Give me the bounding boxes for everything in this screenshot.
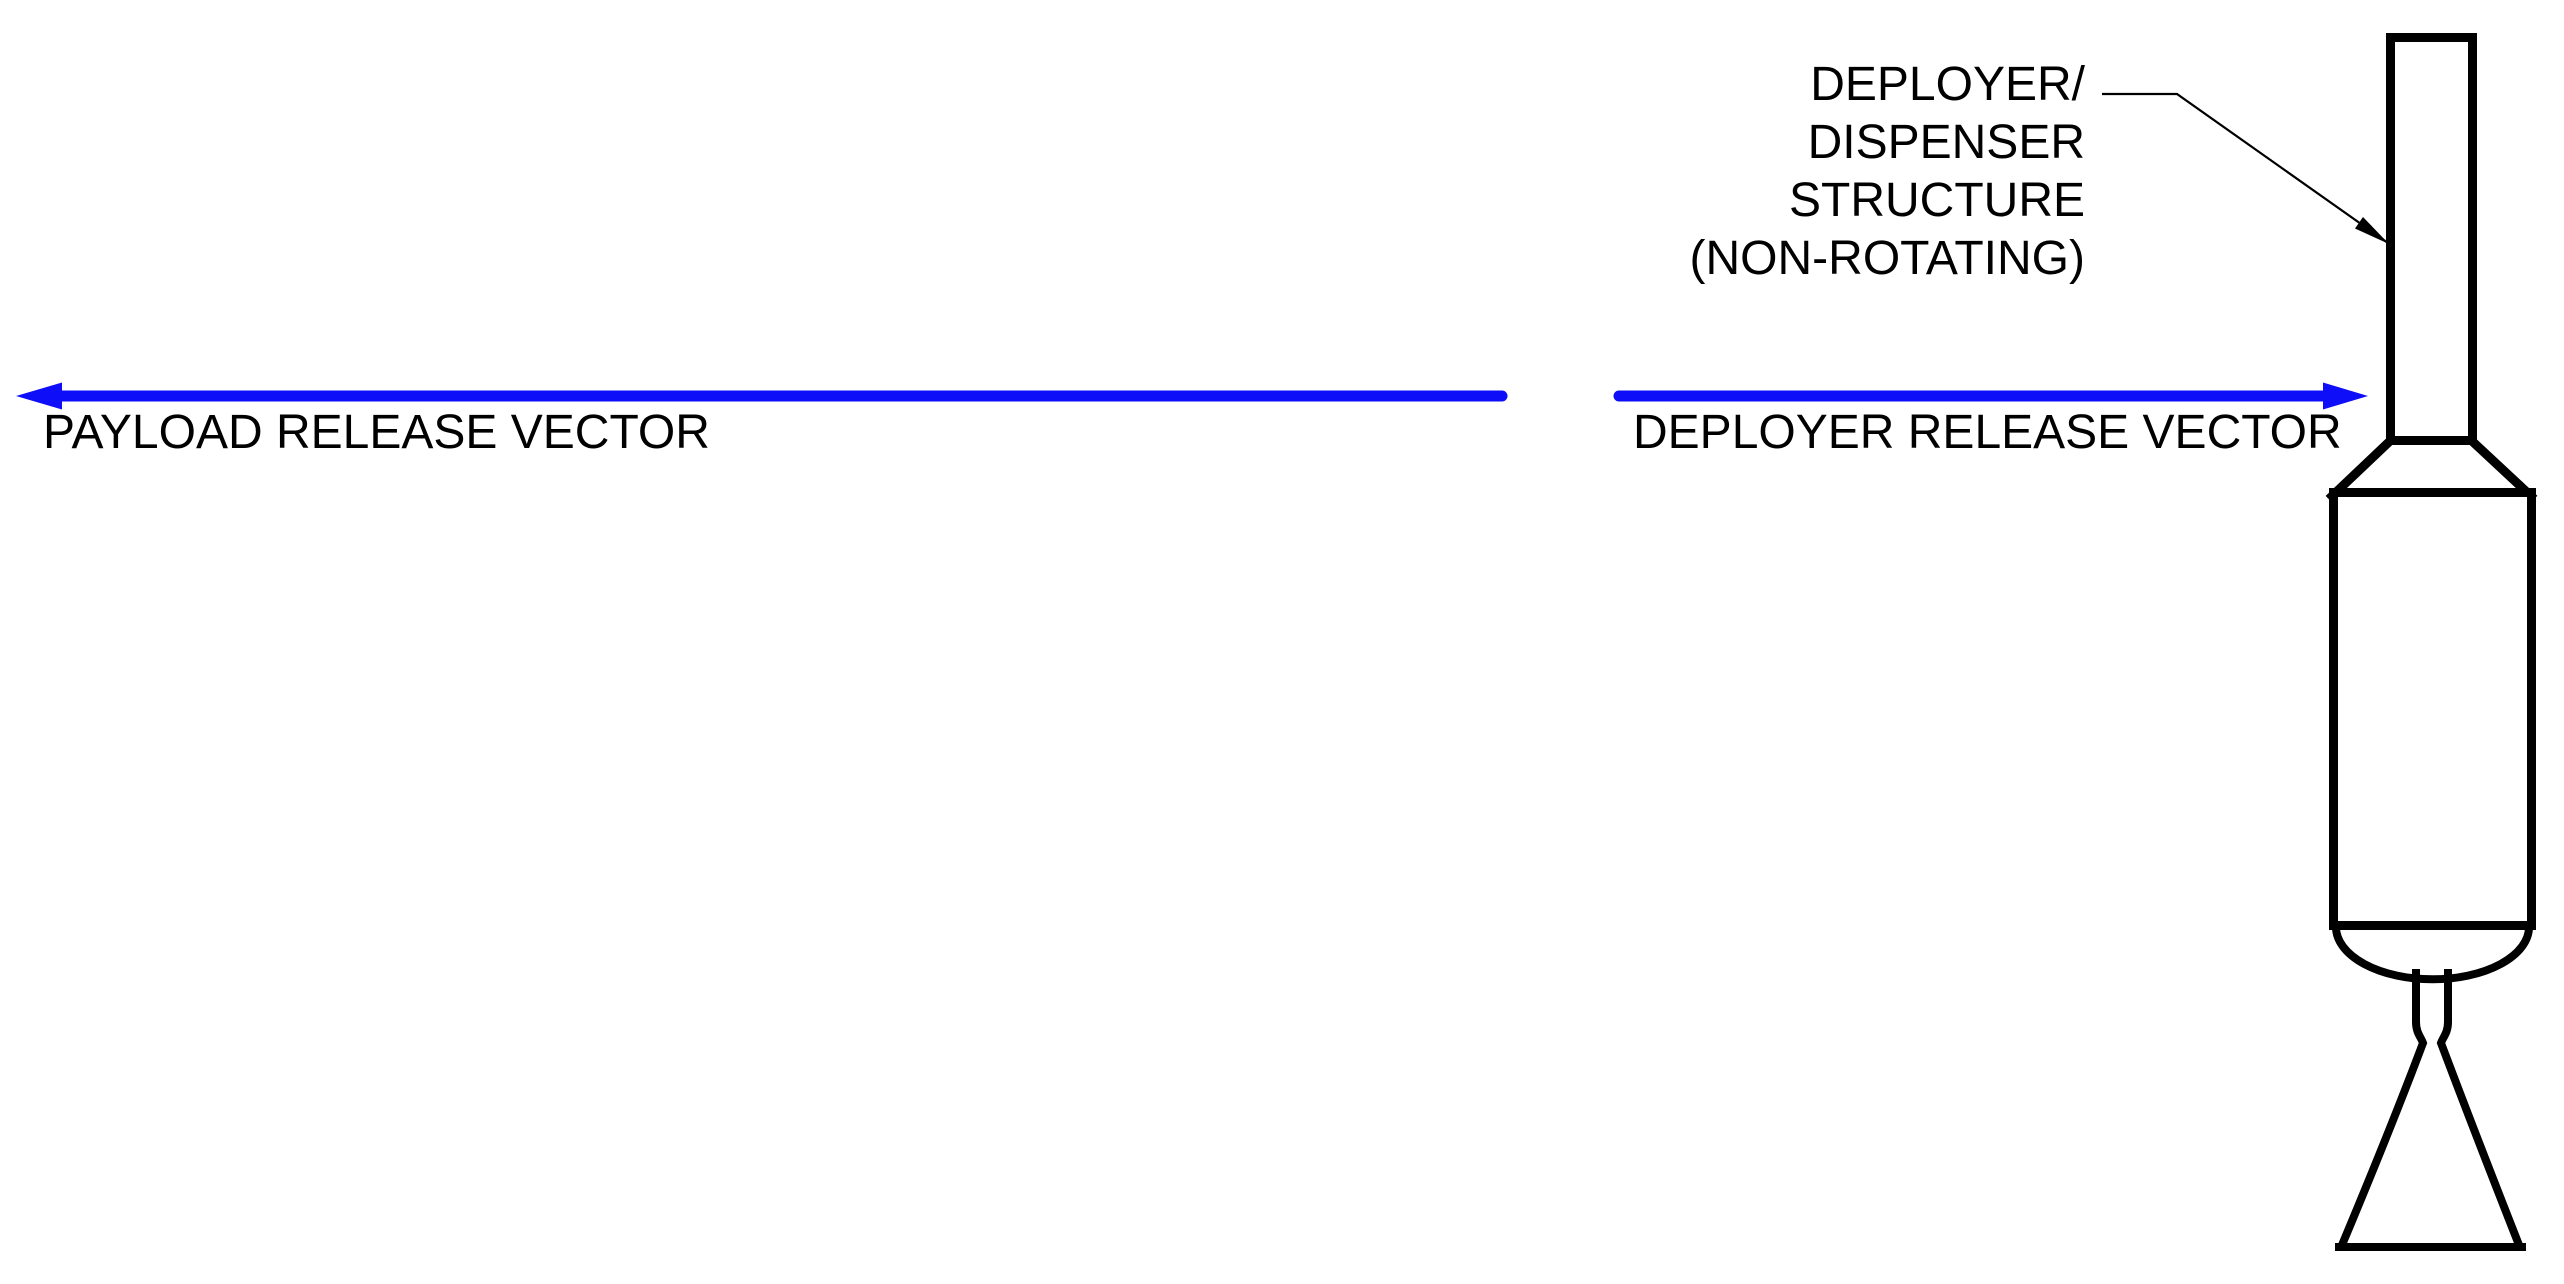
leader-line bbox=[2102, 92, 2389, 244]
nozzle-contour-left bbox=[2336, 969, 2428, 1251]
callout-line-2: DISPENSER bbox=[1807, 116, 2085, 169]
structure-cylinder bbox=[2329, 488, 2536, 930]
deployer-release-vector-label: DEPLOYER RELEASE VECTOR bbox=[1633, 406, 2342, 459]
callout-line-1: DEPLOYER/ bbox=[1810, 58, 2085, 111]
structure-aft-dome bbox=[2331, 922, 2534, 984]
payload-release-vector-label: PAYLOAD RELEASE VECTOR bbox=[43, 406, 710, 459]
payload-arrowhead-left-icon bbox=[16, 382, 62, 410]
deployer-release-arrow bbox=[1613, 382, 2368, 410]
payload-release-arrow bbox=[16, 382, 1508, 410]
structure-flare-left bbox=[2325, 434, 2397, 503]
leader-arrowhead-icon bbox=[2355, 217, 2389, 244]
nozzle-contour-right bbox=[2436, 969, 2525, 1251]
callout-line-3: STRUCTURE bbox=[1789, 174, 2085, 227]
callout-line-4: (NON-ROTATING) bbox=[1689, 232, 2085, 285]
deployer-arrowhead-right-icon bbox=[2323, 382, 2368, 410]
callout-leader bbox=[2102, 92, 2389, 244]
structure-flare-right bbox=[2465, 434, 2538, 503]
structure-callout-label: DEPLOYER/ DISPENSER STRUCTURE (NON-ROTAT… bbox=[1565, 56, 2085, 288]
structure-upper-tube bbox=[2386, 33, 2477, 445]
deployer-dispenser-structure bbox=[2325, 33, 2538, 1251]
